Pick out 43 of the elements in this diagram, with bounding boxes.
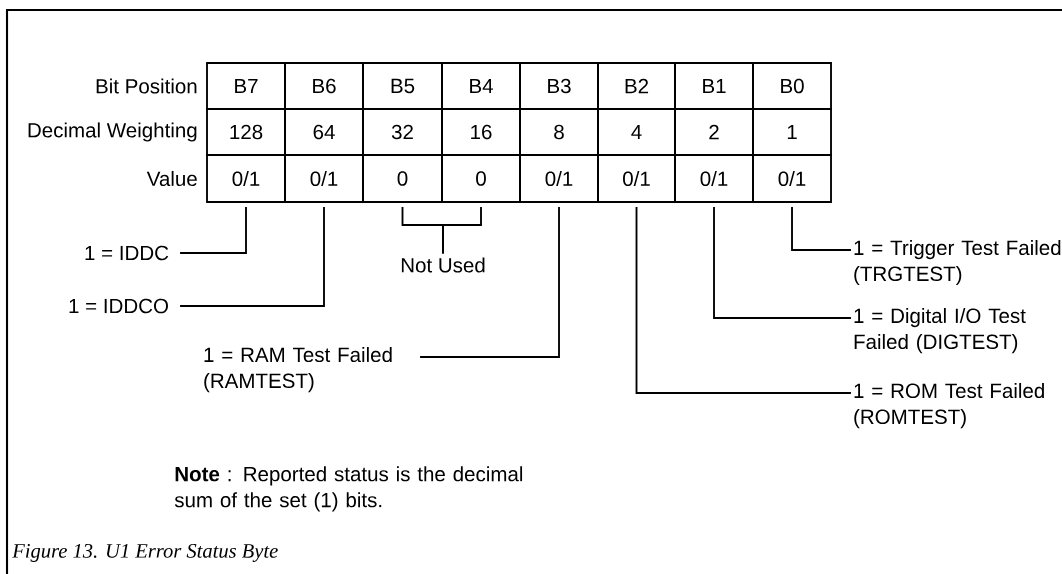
row-header: Decimal Weighting — [28, 122, 197, 142]
leader-line — [442, 207, 482, 254]
table-cell: B7 — [206, 62, 286, 110]
bit-description: Not Used — [401, 257, 485, 273]
table-cell: 0/1 — [597, 154, 676, 203]
table-cell: 0/1 — [674, 154, 754, 203]
table-cell: 128 — [206, 108, 286, 156]
table-cell: 1 — [752, 108, 832, 156]
table-cell: 32 — [362, 108, 443, 156]
bit-description: 1 = IDDC — [85, 245, 169, 261]
bit-description: 1 = IDDCO — [69, 298, 168, 314]
leader-line — [791, 207, 851, 251]
table-cell: B2 — [597, 62, 676, 110]
bit-description: 1 = Digital I/O Test Failed (DIGTEST) — [854, 308, 1026, 354]
figure-caption: Figure 13. U1 Error Status Byte — [12, 544, 278, 562]
table-cell: 64 — [284, 108, 364, 156]
table-cell: 0/1 — [284, 154, 364, 203]
leader-line — [180, 207, 325, 307]
row-header: Value — [146, 170, 197, 187]
bit-description: 1 = ROM Test Failed (ROMTEST) — [854, 383, 1044, 429]
table-cell: 0 — [362, 154, 443, 203]
bit-description: 1 = Trigger Test Failed (TRGTEST) — [854, 240, 1061, 286]
table-cell: B5 — [362, 62, 443, 110]
table-cell: 0 — [441, 154, 521, 203]
leader-line — [635, 207, 851, 394]
table-cell: B6 — [284, 62, 364, 110]
bit-description: 1 = RAM Test Failed (RAMTEST) — [204, 347, 392, 393]
table-cell: 8 — [519, 108, 599, 156]
table-cell: 0/1 — [752, 154, 832, 203]
table-cell: B0 — [752, 62, 832, 110]
table-cell: B1 — [674, 62, 754, 110]
table-cell: 4 — [597, 108, 676, 156]
table-cell: B3 — [519, 62, 599, 110]
table-cell: B4 — [441, 62, 521, 110]
table-cell: 0/1 — [519, 154, 599, 203]
note: Note : Reported status is the decimal sum of the set (1) bits. — [174, 466, 523, 512]
table-cell: 2 — [674, 108, 754, 156]
table-cell: 0/1 — [206, 154, 286, 203]
leader-line — [180, 207, 247, 254]
leader-line — [420, 207, 560, 358]
row-header: Bit Position — [96, 78, 197, 94]
leader-line — [713, 207, 851, 319]
table-cell: 16 — [441, 108, 521, 156]
